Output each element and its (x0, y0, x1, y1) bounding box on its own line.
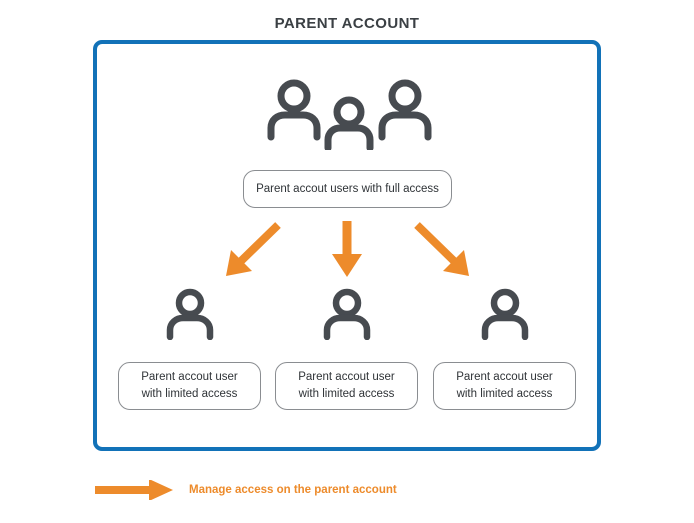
legend-label: Manage access on the parent account (189, 484, 397, 496)
limited-access-label-box: Parent accout user with limited access (433, 362, 576, 410)
users-group-icon (262, 78, 437, 150)
limited-access-label-box: Parent accout user with limited access (118, 362, 261, 410)
limited-access-label-text: Parent accout user with limited access (298, 369, 395, 402)
limited-access-line-1: Parent accout user (141, 371, 238, 384)
limited-access-line-1: Parent accout user (456, 371, 553, 384)
full-access-label-box: Parent accout users with full access (243, 170, 452, 208)
user-icon (319, 288, 375, 340)
limited-access-label-box: Parent accout user with limited access (275, 362, 418, 410)
limited-access-line-1: Parent accout user (298, 371, 395, 384)
limited-access-line-2: with limited access (141, 388, 238, 400)
full-access-label-text: Parent accout users with full access (256, 182, 439, 195)
limited-access-label-text: Parent accout user with limited access (141, 369, 238, 402)
limited-access-line-2: with limited access (456, 388, 553, 400)
right-arrow-icon (93, 480, 175, 500)
limited-access-line-2: with limited access (298, 388, 395, 400)
legend: Manage access on the parent account (93, 480, 397, 500)
page-title: PARENT ACCOUNT (274, 15, 420, 32)
user-icon (162, 288, 218, 340)
user-icon (477, 288, 533, 340)
limited-access-label-text: Parent accout user with limited access (456, 369, 553, 402)
parent-account-frame (93, 40, 601, 451)
